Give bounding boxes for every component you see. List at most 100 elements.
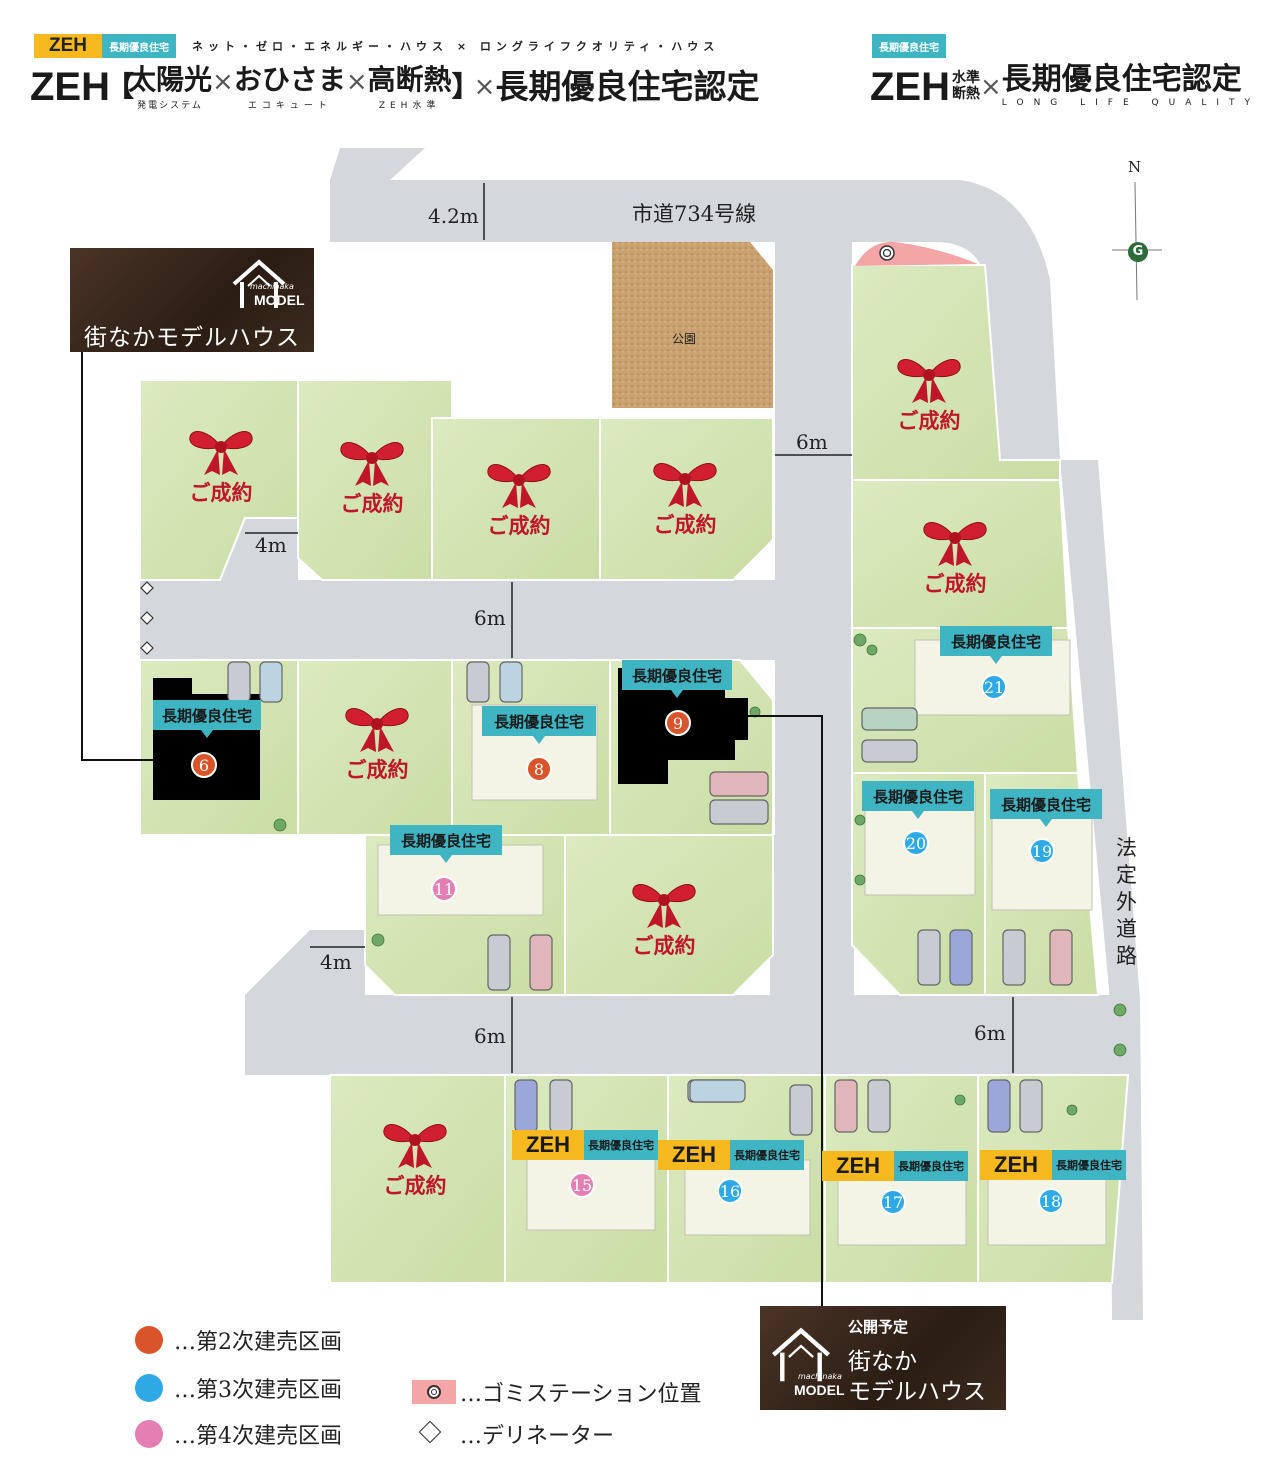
upcoming-name-2: モデルハウス xyxy=(848,1379,986,1405)
lq-tag-lot-21: 長期優良住宅 xyxy=(940,626,1052,664)
right-title-sub: LONG LIFE QUALITY xyxy=(1001,98,1261,108)
left-title-zeh: ZEH xyxy=(30,65,110,109)
dim-6m-lower-road: 6m xyxy=(474,1024,506,1048)
left-title: ZEH 【 太陽光 発電システム × おひさま エコキュート × 高断熱 ZEH… xyxy=(30,62,759,112)
dim-4m-upper: 4m xyxy=(255,533,287,557)
lot-number-8[interactable]: 8 xyxy=(526,756,552,782)
term-solar: 太陽光 xyxy=(128,63,213,96)
ribbon-bow-icon xyxy=(653,463,717,507)
model-house-name: 街なかモデルハウス xyxy=(84,325,300,351)
ribbon-bow-icon xyxy=(340,442,404,486)
legend-garbage-icon xyxy=(412,1380,456,1404)
lot-number-15[interactable]: 15 xyxy=(569,1172,595,1198)
brand-model: MODEL xyxy=(254,292,305,308)
model-leader-lines xyxy=(81,350,823,1306)
sold-marker: ご成約 xyxy=(335,436,409,518)
brand-script: machinaka xyxy=(250,282,294,291)
road-horizontal-lower xyxy=(245,995,1130,1075)
ribbon-bow-icon xyxy=(923,522,987,566)
right-long-life-badge: 長期優良住宅 xyxy=(872,34,946,58)
lot-number-17[interactable]: 17 xyxy=(880,1189,906,1215)
term-sun: おひさま xyxy=(233,63,346,96)
left-title-bracket-open: 【 xyxy=(106,70,135,103)
long-life-quality-badge: 長期優良住宅 xyxy=(102,34,176,58)
lq-label: 長期優良住宅 xyxy=(894,1151,968,1181)
dim-6m-vertical-road: 6m xyxy=(796,430,828,454)
zeh-tag-lot-18: ZEH 長期優良住宅 xyxy=(980,1150,1126,1180)
top-left-stub-road xyxy=(330,148,425,180)
side-road-name: 法定外道路 xyxy=(1116,836,1137,968)
term-solar-sub: 発電システム xyxy=(137,101,203,111)
upcoming-label: 公開予定 xyxy=(848,1318,909,1336)
ribbon-bow-icon xyxy=(632,884,696,928)
sold-marker: ご成約 xyxy=(627,878,701,960)
ribbon-bow-icon xyxy=(897,359,961,403)
lot-number-20[interactable]: 20 xyxy=(903,830,929,856)
sold-label: ご成約 xyxy=(345,758,409,782)
legend-delineator-label: …デリネーター xyxy=(460,1424,615,1449)
zeh-tag-lot-15: ZEH 長期優良住宅 xyxy=(512,1130,658,1160)
lot-number-6[interactable]: 6 xyxy=(191,752,217,778)
brand-model: MODEL xyxy=(794,1382,845,1398)
sold-marker: ご成約 xyxy=(340,702,414,784)
lot-number-16[interactable]: 16 xyxy=(717,1178,743,1204)
lot-number-19[interactable]: 19 xyxy=(1029,838,1055,864)
zeh-badge: ZEH xyxy=(34,34,102,58)
lq-tag-lot-6: 長期優良住宅 xyxy=(153,700,261,738)
model-house-box[interactable]: machinaka MODEL 街なかモデルハウス xyxy=(70,248,314,352)
lq-tag-lot-9: 長期優良住宅 xyxy=(622,660,732,698)
sold-label: ご成約 xyxy=(383,1174,447,1198)
lq-tag-lot-19: 長期優良住宅 xyxy=(990,789,1102,827)
ribbon-bow-icon xyxy=(487,464,551,508)
inner-road-lower xyxy=(770,835,854,1000)
house-logo-icon xyxy=(772,1327,830,1382)
lq-label: 長期優良住宅 xyxy=(584,1130,658,1160)
upcoming-model-house-box[interactable]: machinaka MODEL 公開予定 街なか モデルハウス xyxy=(760,1306,1006,1410)
garbage-station-marker xyxy=(879,245,895,261)
compass xyxy=(1112,181,1162,301)
house-16 xyxy=(684,1159,811,1236)
lq-tag-lot-8: 長期優良住宅 xyxy=(482,706,596,744)
shrubs xyxy=(273,633,1127,1116)
zeh-label: ZEH xyxy=(658,1140,730,1170)
legend-phase3-dot xyxy=(135,1374,163,1402)
delineators xyxy=(140,581,154,655)
lq-label: 長期優良住宅 xyxy=(1052,1150,1126,1180)
right-title-small: 水準 断熱 xyxy=(952,70,980,102)
left-title-bracket-close: 】 xyxy=(451,70,480,103)
right-title-tail: 長期優良住宅認定 xyxy=(1001,62,1242,97)
park-label: 公園 xyxy=(672,332,697,346)
park xyxy=(612,242,773,408)
right-title-zeh: ZEH xyxy=(870,65,950,109)
lot-number-21[interactable]: 21 xyxy=(981,674,1007,700)
lq-tag-lot-20: 長期優良住宅 xyxy=(862,781,974,819)
lot-number-9[interactable]: 9 xyxy=(665,710,691,736)
sold-label: ご成約 xyxy=(340,492,404,516)
sold-label: ご成約 xyxy=(189,481,253,505)
times-sign: × xyxy=(473,72,496,102)
sold-marker: ご成約 xyxy=(648,457,722,539)
sold-label: ご成約 xyxy=(653,513,717,537)
legend-phase2-label: …第2次建売区画 xyxy=(174,1330,342,1355)
sold-label: ご成約 xyxy=(487,514,551,538)
lq-tag-lot-11: 長期優良住宅 xyxy=(390,825,502,863)
legend-phase4-label: …第4次建売区画 xyxy=(174,1424,342,1449)
lot-number-11[interactable]: 11 xyxy=(431,876,457,902)
sold-label: ご成約 xyxy=(632,934,696,958)
term-solar-group: 太陽光 発電システム xyxy=(128,62,212,111)
term-sun-sub: エコキュート xyxy=(247,101,332,111)
right-title: ZEH 水準 断熱 × 長期優良住宅認定 LONG LIFE QUALITY xyxy=(870,62,1260,112)
lq-label: 長期優良住宅 xyxy=(730,1140,804,1170)
term-insulation: 高断熱 xyxy=(367,63,452,96)
ribbon-bow-icon xyxy=(345,708,409,752)
brand-script: machinaka xyxy=(798,1372,842,1381)
left-title-tail: 長期優良住宅認定 xyxy=(495,67,760,106)
lot-number-18[interactable]: 18 xyxy=(1038,1188,1064,1214)
zeh-label: ZEH xyxy=(512,1130,584,1160)
upcoming-name-1: 街なか xyxy=(848,1349,917,1375)
zeh-label: ZEH xyxy=(980,1150,1052,1180)
right-title-small-1: 水準 xyxy=(952,70,980,86)
legend-phase2-dot xyxy=(135,1326,163,1354)
sold-marker: ご成約 xyxy=(892,353,966,435)
zeh-tag-lot-17: ZEH 長期優良住宅 xyxy=(822,1151,968,1181)
